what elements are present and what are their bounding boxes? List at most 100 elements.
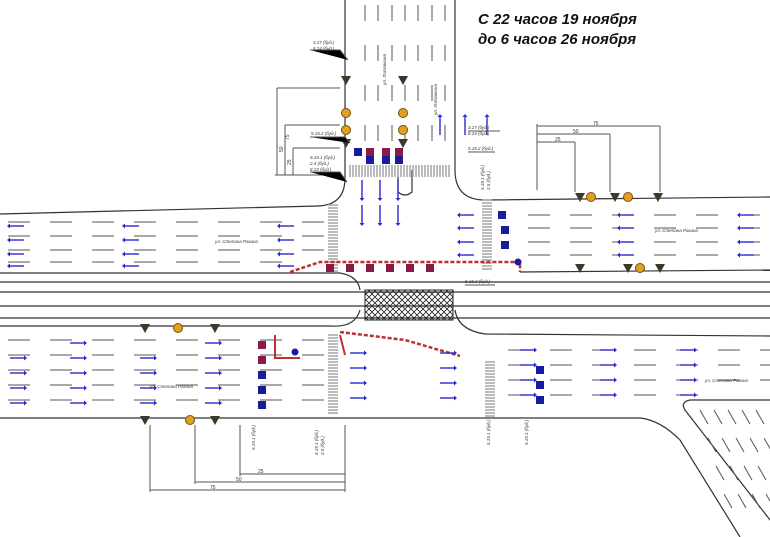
yield-sign-icon xyxy=(398,76,408,85)
yield-sign-icon xyxy=(140,324,150,333)
direction-arrow xyxy=(737,225,754,231)
direction-arrow xyxy=(520,392,537,398)
arrow-head xyxy=(277,223,280,229)
arrow-head xyxy=(84,370,87,376)
curb-north-east xyxy=(454,0,770,201)
no-entry-sign-icon xyxy=(366,148,374,156)
arrow-head xyxy=(395,198,401,201)
direction-arrow xyxy=(520,362,537,368)
dim-bottom-75: 75 xyxy=(210,485,216,491)
direction-arrow xyxy=(205,370,222,376)
lane-direction-sign-icon xyxy=(501,241,509,249)
callout-8-24: 8.24 (буд.) xyxy=(313,46,335,51)
arrow-head xyxy=(614,377,617,383)
lane-dash xyxy=(727,409,737,425)
direction-arrow xyxy=(10,355,27,361)
arrow-head xyxy=(737,252,740,258)
arrow-head xyxy=(122,237,125,243)
curb-lower-south xyxy=(0,417,741,537)
lane-direction-sign-icon xyxy=(536,396,544,404)
arrow-head xyxy=(359,223,365,226)
arrow-head xyxy=(737,225,740,231)
direction-arrow xyxy=(680,362,697,368)
direction-arrow xyxy=(457,239,474,245)
direction-arrow xyxy=(205,355,222,361)
arrow-head xyxy=(454,350,457,356)
arrow-head xyxy=(154,400,157,406)
arrow-head xyxy=(84,340,87,346)
curb-north-west xyxy=(0,0,346,215)
callout-5-19-1-bottom-3: 5.19.1 (буд.) xyxy=(486,419,491,445)
direction-arrow xyxy=(737,239,754,245)
arrow-head xyxy=(84,400,87,406)
direction-arrow xyxy=(437,114,443,135)
callout-3-27-right: 3.27 (буд.) xyxy=(468,125,490,130)
direction-arrow xyxy=(359,180,365,201)
arrow-head xyxy=(364,380,367,386)
yield-sign-icon xyxy=(398,139,408,148)
direction-arrow xyxy=(395,180,401,201)
speed-limit-sign-icon xyxy=(398,125,408,135)
lane-dash xyxy=(707,437,717,453)
arrow-head xyxy=(7,223,10,229)
sign-callouts: 3.27 (буд.) 8.24 (буд.) 5.15.2 (буд.) 5.… xyxy=(251,40,529,456)
speed-limit-sign-icon xyxy=(173,323,183,333)
arrow-head xyxy=(484,114,490,117)
curb-lower-north-east xyxy=(454,309,770,337)
direction-arrow xyxy=(520,377,537,383)
direction-arrow xyxy=(617,252,634,258)
closure-sign-icon xyxy=(258,356,266,364)
callout-5-19-1-bottom: 5.19.1 (буд.) xyxy=(251,424,256,450)
arrow-head xyxy=(154,385,157,391)
direction-arrow xyxy=(457,212,474,218)
arrow-head xyxy=(84,385,87,391)
arrow-head xyxy=(617,239,620,245)
direction-arrow xyxy=(70,355,87,361)
callout-8-23: 8.23 (буд.) xyxy=(310,167,332,172)
arrow-head xyxy=(694,392,697,398)
direction-arrow xyxy=(600,362,617,368)
street-label-cross-2: ул. Литовкина xyxy=(433,84,438,116)
lane-direction-sign-icon xyxy=(258,371,266,379)
direction-arrow xyxy=(122,251,139,257)
no-entry-sign-icon xyxy=(382,148,390,156)
speed-limit-sign-icon xyxy=(586,192,596,202)
arrow-head xyxy=(614,392,617,398)
curb-ramp-inner xyxy=(682,399,770,521)
direction-arrow xyxy=(377,180,383,201)
street-label-cross: ул. Литовкина xyxy=(382,54,387,86)
dim-bottom-50: 50 xyxy=(236,477,242,483)
lane-direction-sign-icon xyxy=(258,401,266,409)
direction-arrow xyxy=(440,350,457,356)
yield-sign-icon xyxy=(623,264,633,273)
direction-arrow xyxy=(277,237,294,243)
direction-arrow xyxy=(7,223,24,229)
direction-arrow xyxy=(737,252,754,258)
arrow-head xyxy=(534,392,537,398)
street-label-lower: ул. Степана Разина xyxy=(149,384,193,389)
direction-arrow xyxy=(10,370,27,376)
arrow-head xyxy=(694,377,697,383)
lane-direction-sign-icon xyxy=(501,226,509,234)
schedule-title-line1: С 22 часов 19 ноября xyxy=(478,11,637,28)
speed-limit-sign-icon xyxy=(341,125,351,135)
arrow-head xyxy=(462,114,468,117)
direction-arrow xyxy=(350,365,367,371)
street-label-ramp: ул. Степана Разина xyxy=(704,378,748,383)
lane-dash xyxy=(715,465,725,481)
closure-sign-icon xyxy=(386,264,394,272)
speed-limit-sign-icon xyxy=(635,263,645,273)
street-label-right: ул. Степана Разина xyxy=(654,228,698,233)
arrow-head xyxy=(154,370,157,376)
closure-sign-icon xyxy=(326,264,334,272)
direction-sign-icon xyxy=(354,148,362,156)
arrow-head xyxy=(617,225,620,231)
callout-5-19-1-bottom-2: 5.19.1 (буд.) xyxy=(314,429,319,455)
arrow-head xyxy=(534,347,537,353)
direction-arrow xyxy=(350,350,367,356)
arrow-head xyxy=(457,225,460,231)
speed-limit-sign-icon xyxy=(185,415,195,425)
arrow-head xyxy=(617,212,620,218)
lane-dash xyxy=(755,409,765,425)
